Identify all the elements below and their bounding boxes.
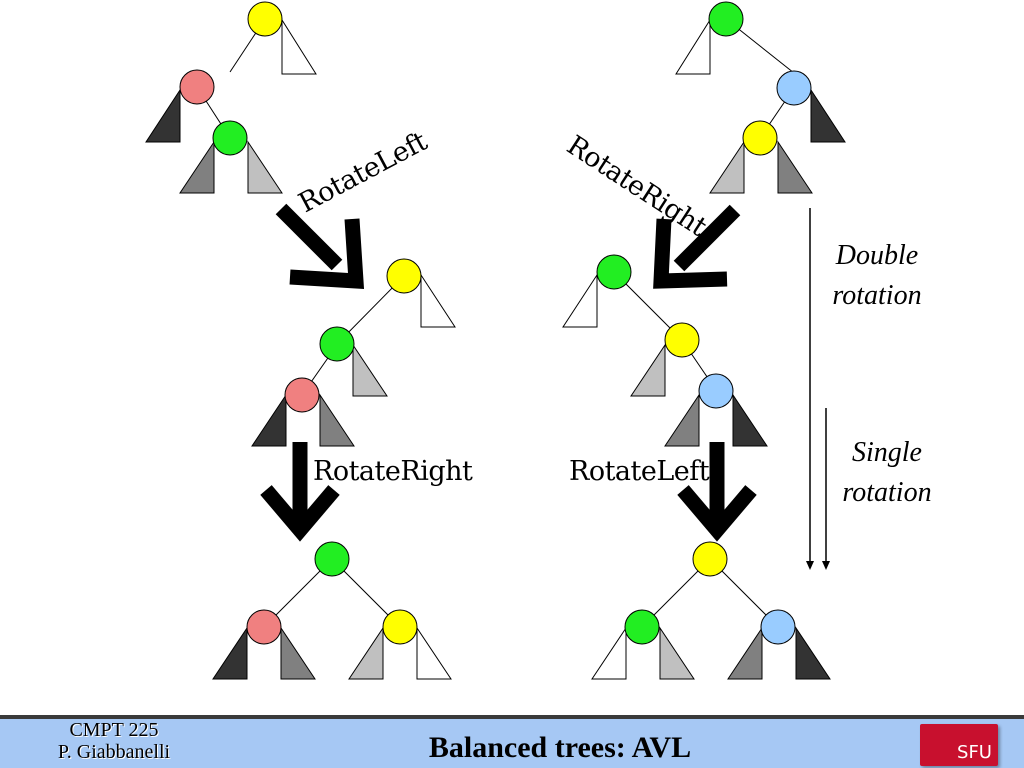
white-subtree-triangle <box>562 273 598 328</box>
green-node <box>319 326 355 362</box>
white-subtree-triangle <box>675 18 711 75</box>
dark-grey-subtree-triangle <box>664 393 700 447</box>
green-node <box>212 120 248 156</box>
black-subtree-triangle <box>145 88 181 143</box>
dark-grey-subtree-triangle <box>777 140 813 194</box>
sfu-logo: SFU <box>920 724 998 766</box>
double-rotation-arrow <box>806 208 814 570</box>
arrow-head <box>289 218 365 290</box>
white-subtree-triangle <box>416 626 452 680</box>
arrow-shaft <box>275 203 343 271</box>
yellow-node <box>692 541 728 577</box>
dark-grey-subtree-triangle <box>319 393 355 447</box>
light-grey-subtree-triangle <box>709 140 745 194</box>
blue-node <box>776 70 812 106</box>
yellow-node <box>664 322 700 358</box>
single-rotation-label: Single rotation <box>842 437 932 508</box>
green-node <box>314 541 350 577</box>
blue-node <box>698 373 734 409</box>
yellow-node <box>742 120 778 156</box>
arrow-shaft <box>673 204 741 272</box>
down-left-arrow-icon <box>653 204 741 289</box>
pink-node <box>284 377 320 413</box>
black-subtree-triangle <box>251 393 287 447</box>
blue-node <box>760 609 796 645</box>
black-subtree-triangle <box>212 626 248 680</box>
white-subtree-triangle <box>591 626 627 680</box>
green-node <box>624 609 660 645</box>
rotate-right-label: RotateRight <box>561 130 712 243</box>
light-grey-subtree-triangle <box>659 626 695 680</box>
dark-grey-subtree-triangle <box>280 626 316 680</box>
white-subtree-triangle <box>281 18 317 75</box>
dark-grey-subtree-triangle <box>179 140 215 194</box>
green-node <box>596 254 632 290</box>
down-arrow-icon <box>677 442 757 542</box>
green-node <box>708 1 744 37</box>
arrow-head <box>677 485 757 542</box>
arrow-head <box>260 485 340 542</box>
white-subtree-triangle <box>420 273 456 328</box>
yellow-node <box>386 258 422 294</box>
arrow-head <box>653 218 728 289</box>
yellow-node <box>382 609 418 645</box>
light-grey-subtree-triangle <box>348 626 384 680</box>
rotate-right-label: RotateRight <box>313 456 473 487</box>
single-rotation-arrow <box>822 408 830 570</box>
course-code: CMPT 225 <box>69 719 159 741</box>
arrow-tip <box>806 561 814 570</box>
rotate-left-label: RotateLeft <box>569 456 710 487</box>
double-rotation-label: Double rotation <box>832 240 922 311</box>
pink-node <box>246 609 282 645</box>
course-info: CMPT 225 P. Giabbanelli <box>0 719 228 763</box>
author-name: P. Giabbanelli <box>57 741 171 763</box>
rotate-left-label: RotateLeft <box>294 126 433 219</box>
black-subtree-triangle <box>732 393 768 447</box>
dark-grey-subtree-triangle <box>727 626 763 680</box>
footer-bar: CMPT 225 P. Giabbanelli Balanced trees: … <box>0 715 1024 768</box>
arrow-tip <box>822 561 830 570</box>
black-subtree-triangle <box>795 626 831 680</box>
light-grey-subtree-triangle <box>352 343 388 397</box>
light-grey-subtree-triangle <box>247 140 283 194</box>
down-right-arrow-icon <box>275 203 365 290</box>
down-arrow-icon <box>260 442 340 542</box>
pink-node <box>179 69 215 105</box>
light-grey-subtree-triangle <box>630 343 666 397</box>
slide-title: Balanced trees: AVL <box>428 731 692 764</box>
logo-text: SFU <box>957 742 992 763</box>
black-subtree-triangle <box>810 88 846 143</box>
yellow-node <box>247 1 283 37</box>
